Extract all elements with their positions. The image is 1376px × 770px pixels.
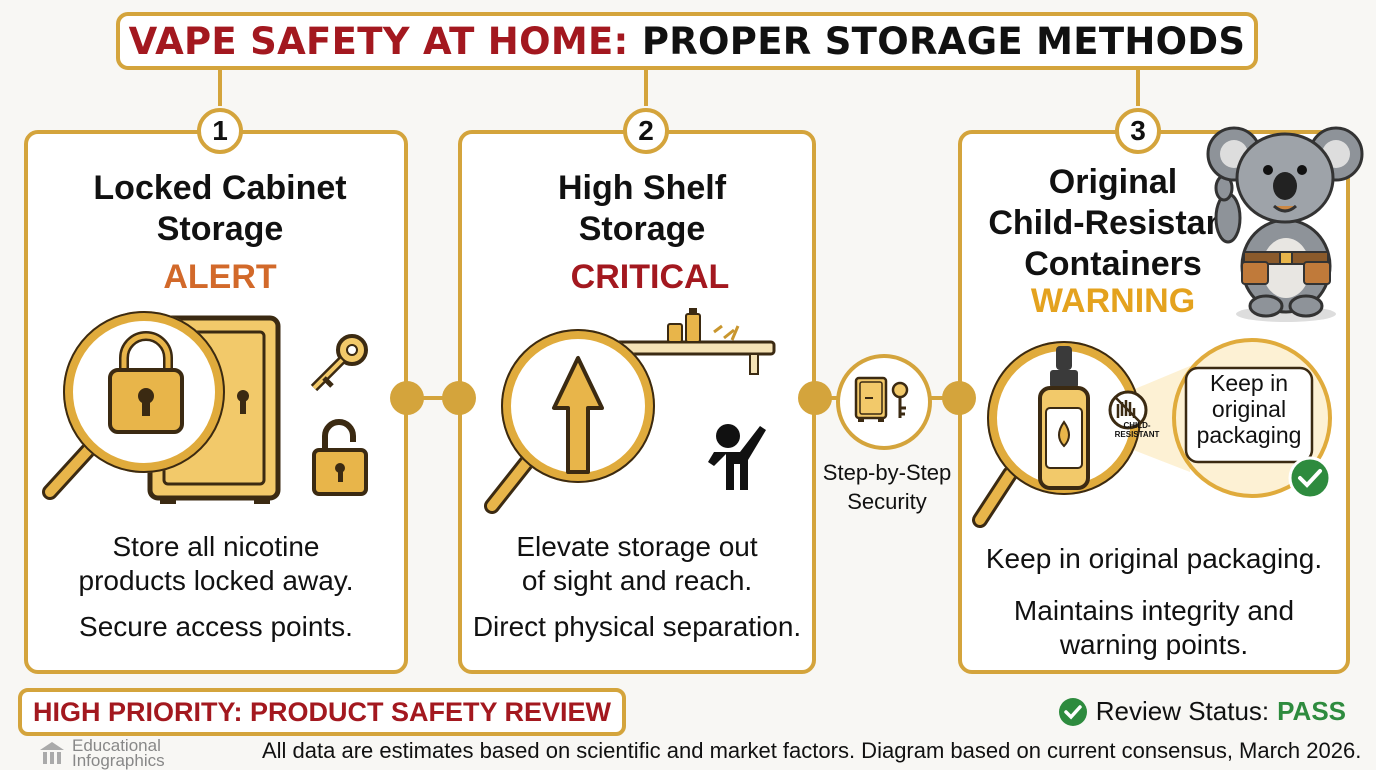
card-title: Original Child-Resistant Containers — [968, 162, 1258, 285]
desc-line: Direct physical separation. — [472, 611, 802, 642]
footer-note: All data are estimates based on scientif… — [262, 738, 1362, 763]
step-number-2: 2 — [623, 108, 669, 154]
check-circle-icon — [1058, 697, 1087, 726]
desc-line: of sight and reach. — [521, 565, 753, 596]
card-description: Elevate storage out of sight and reach. … — [458, 530, 816, 644]
card-title: Locked Cabinet Storage — [24, 168, 416, 250]
title-main: PROPER STORAGE METHODS — [641, 19, 1246, 63]
logo-icon — [40, 742, 64, 764]
connector-line — [218, 70, 222, 106]
step-by-step-badge — [836, 354, 932, 450]
step-number-3: 3 — [1115, 108, 1161, 154]
review-status: Review Status: PASS — [1058, 696, 1346, 727]
child-label-line: RESISTANT — [1114, 430, 1160, 439]
card-description: Store all nicotine products locked away.… — [24, 530, 408, 644]
desc-line: Elevate storage out — [516, 531, 758, 562]
middle-label-line: Security — [847, 489, 927, 514]
card-title-line: Child-Resistant — [988, 204, 1238, 242]
card-title-line: Storage — [156, 210, 284, 248]
desc-line: Secure access points. — [79, 611, 353, 642]
connector-line — [644, 70, 648, 106]
review-status-label: Review Status: — [1095, 696, 1270, 726]
card-title-line: Containers — [1024, 245, 1202, 283]
desc-line: products locked away. — [78, 565, 354, 596]
card-title: High Shelf Storage — [458, 168, 826, 250]
bubble-line: original — [1211, 396, 1287, 422]
connector-line — [1136, 70, 1140, 106]
bubble-text: Keep in original packaging — [1186, 370, 1312, 448]
desc-line: Store all nicotine — [112, 531, 320, 562]
priority-banner: HIGH PRIORITY: PRODUCT SAFETY REVIEW — [18, 688, 626, 736]
child-resistant-illustration — [972, 338, 1332, 528]
logo-text: Educational Infographics — [72, 736, 165, 770]
level-badge: WARNING — [1030, 282, 1196, 320]
middle-label-line: Step-by-Step — [822, 460, 952, 485]
connector-dot — [390, 381, 424, 415]
locked-cabinet-illustration — [42, 311, 368, 504]
connector-dot — [942, 381, 976, 415]
connector-line — [408, 396, 458, 400]
logo-line: Infographics — [72, 751, 165, 770]
step-number-1: 1 — [197, 108, 243, 154]
logo-line: Educational — [72, 736, 161, 755]
card-title-line: Storage — [578, 210, 706, 248]
connector-dot — [442, 381, 476, 415]
card-title-line: High Shelf — [557, 169, 727, 207]
bubble-line: Keep in — [1209, 370, 1288, 396]
level-badge: ALERT — [163, 258, 277, 296]
card-description: Keep in original packaging. Maintains in… — [958, 542, 1350, 662]
desc-line: Keep in original packaging. — [985, 543, 1323, 574]
title-highlight: VAPE SAFETY AT HOME: — [128, 19, 629, 63]
page-title: VAPE SAFETY AT HOME: PROPER STORAGE METH… — [116, 12, 1258, 70]
desc-line: warning points. — [1059, 629, 1249, 660]
review-status-value: PASS — [1277, 696, 1346, 726]
child-resistant-label: CHILD- RESISTANT — [1112, 421, 1162, 439]
high-shelf-illustration — [484, 308, 776, 514]
bubble-line: packaging — [1196, 422, 1302, 448]
step-by-step-label: Step-by-Step Security — [816, 458, 958, 516]
child-label-line: CHILD- — [1123, 421, 1151, 430]
koala-mascot-icon — [1206, 126, 1364, 322]
safe-and-key-icon — [854, 376, 909, 422]
desc-line: Maintains integrity and — [1013, 595, 1295, 626]
level-badge: CRITICAL — [570, 258, 730, 296]
connector-dot — [798, 381, 832, 415]
card-title-line: Locked Cabinet — [93, 169, 347, 207]
card-title-line: Original — [1048, 163, 1178, 201]
